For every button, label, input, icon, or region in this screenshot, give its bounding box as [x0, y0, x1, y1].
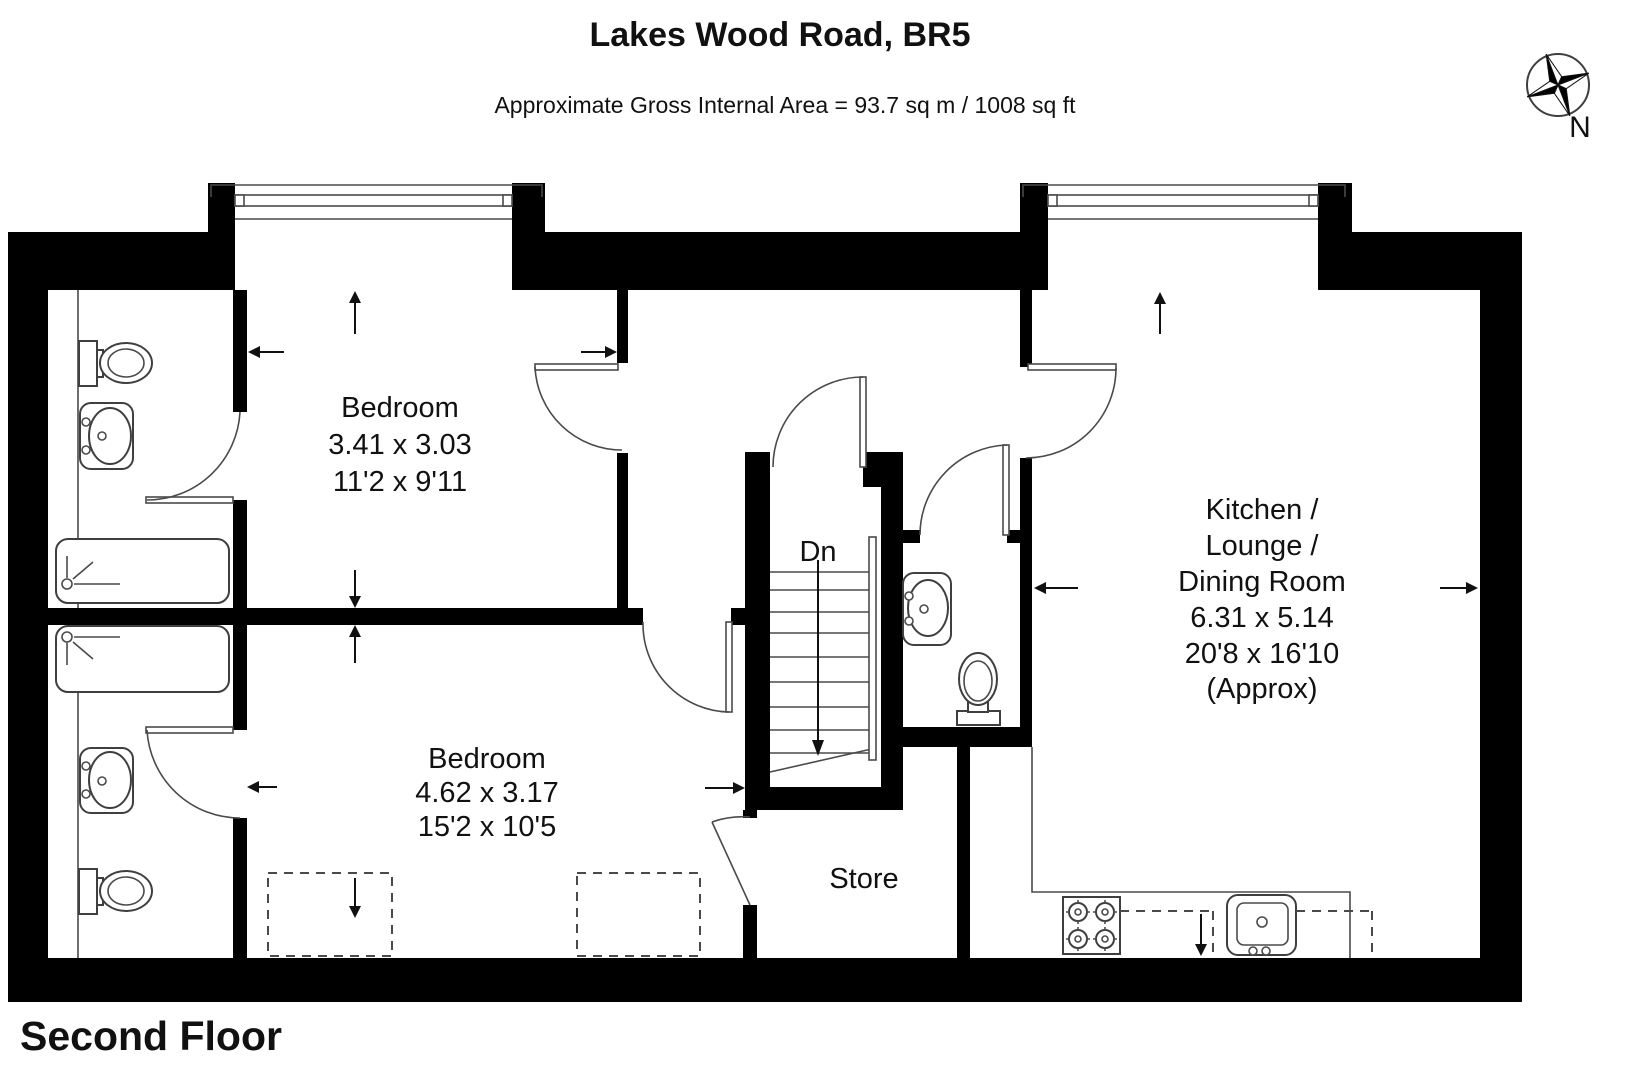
bedroom1-imperial: 11'2 x 9'11 — [333, 466, 467, 498]
window-kitchen — [1022, 184, 1346, 220]
shower-tray-icon — [55, 538, 230, 604]
window-bedroom1 — [210, 184, 543, 220]
toilet-icon — [78, 340, 153, 387]
dimension-arrows — [247, 291, 1478, 956]
wardrobe-dashed — [576, 872, 701, 957]
shower-tray-icon — [55, 625, 230, 693]
sink-icon — [79, 747, 134, 814]
sink-icon — [902, 572, 952, 646]
stairs-down-arrow-icon — [812, 560, 824, 756]
kitchen-label-2: Lounge / — [1206, 530, 1320, 562]
toilet-icon — [956, 652, 1001, 726]
compass-icon — [1526, 53, 1590, 117]
compass-north-label: N — [1569, 111, 1591, 144]
toilet-icon — [78, 868, 153, 915]
door-bathroom2 — [145, 726, 241, 819]
hob-icon — [1062, 896, 1121, 955]
walls — [8, 183, 1522, 1002]
bedroom2-label: Bedroom — [428, 743, 546, 775]
page-title: Lakes Wood Road, BR5 — [590, 16, 971, 54]
kitchen-imperial: 20'8 x 16'10 — [1185, 638, 1340, 670]
stairs-dn-label: Dn — [799, 536, 836, 568]
kitchen-metric: 6.31 x 5.14 — [1190, 602, 1334, 634]
door-store — [711, 815, 751, 906]
floor-label: Second Floor — [20, 1013, 282, 1059]
bedroom1-metric: 3.41 x 3.03 — [328, 429, 472, 461]
kitchen-label-3: Dining Room — [1178, 566, 1346, 598]
sink-icon — [79, 402, 134, 470]
door-wc — [919, 444, 1010, 536]
store-label: Store — [829, 863, 898, 895]
kitchen-approx-note: (Approx) — [1206, 673, 1317, 705]
stairs-handrail — [868, 536, 877, 761]
stairs — [769, 536, 877, 773]
kitchen-sink-icon — [1226, 894, 1297, 956]
bedroom1-label: Bedroom — [341, 392, 459, 424]
door-bathroom1 — [145, 411, 241, 504]
kitchen-counter-line — [1031, 747, 1351, 958]
door-bedroom2 — [642, 621, 733, 713]
door-bedroom1 — [534, 363, 623, 451]
wardrobe-dashed — [267, 872, 393, 957]
counter-dashed-line — [1120, 910, 1373, 956]
door-kitchen — [1025, 363, 1117, 459]
bedroom2-metric: 4.62 x 3.17 — [415, 777, 559, 809]
kitchen-label-1: Kitchen / — [1206, 494, 1320, 526]
bedroom2-imperial: 15'2 x 10'5 — [418, 811, 556, 843]
door-stairwell — [772, 376, 867, 468]
area-subtitle: Approximate Gross Internal Area = 93.7 s… — [494, 92, 1076, 118]
